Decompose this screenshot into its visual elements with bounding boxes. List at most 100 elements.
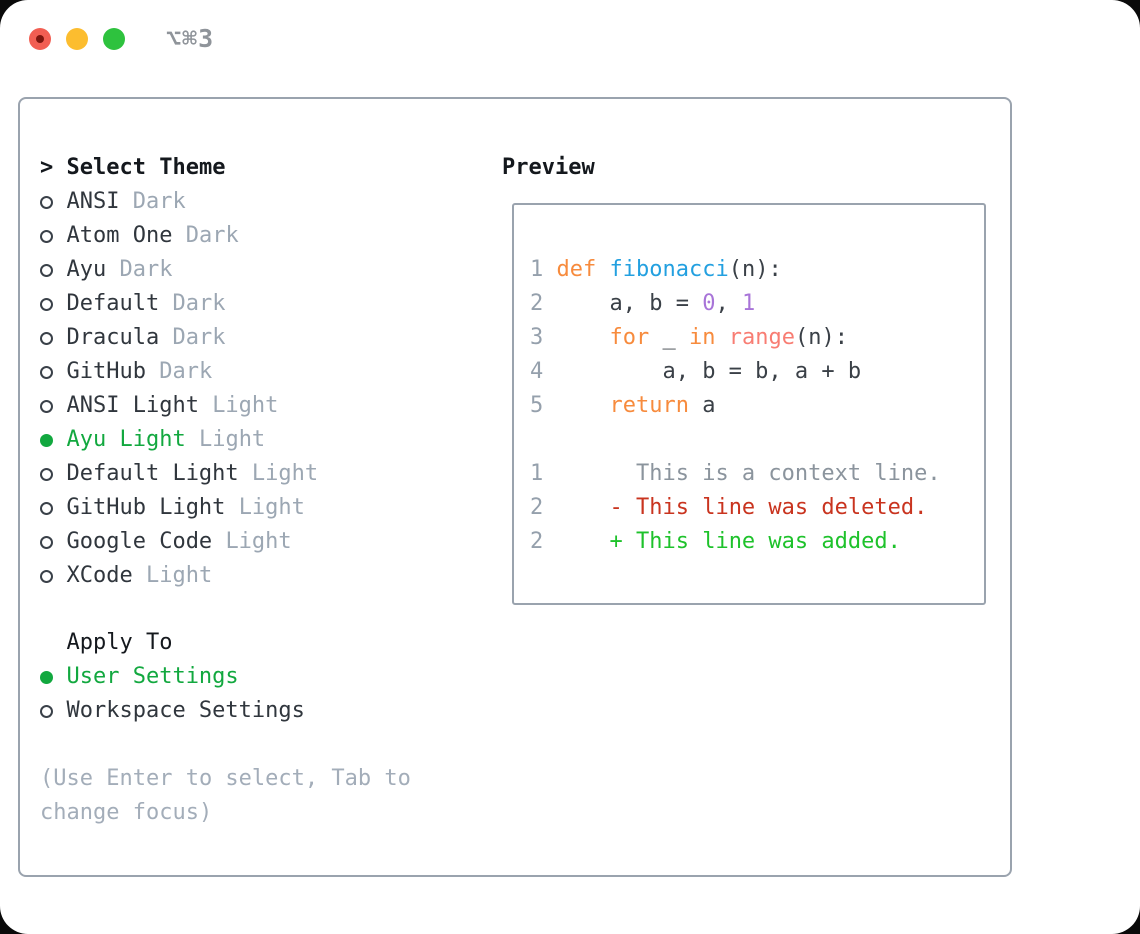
radio-selected-icon <box>40 423 54 457</box>
code-token: (n): <box>728 257 782 282</box>
line-number: 5 <box>530 393 544 418</box>
code-token: fibonacci <box>609 257 729 282</box>
radio-unselected-icon <box>40 389 54 423</box>
theme-variant-badge: Light <box>198 427 266 452</box>
line-number: 1 <box>530 461 544 486</box>
theme-option-ansi-light[interactable]: ANSI Light Light <box>40 389 480 423</box>
theme-name: Atom One <box>66 223 173 248</box>
code-token: This is a context line. <box>556 461 941 486</box>
focus-caret-icon: > <box>40 155 54 180</box>
theme-name: Ayu <box>66 257 107 282</box>
select-theme-header: > Select Theme <box>40 151 480 185</box>
preview-title: Preview <box>502 155 595 180</box>
select-theme-label: Select Theme <box>66 155 226 180</box>
theme-variant-badge: Dark <box>119 257 173 282</box>
code-token: range <box>728 325 795 350</box>
code-line: 1 def fibonacci(n): <box>530 253 984 287</box>
hint-text: (Use Enter to select, Tab to change focu… <box>40 766 411 825</box>
theme-option-dracula[interactable]: Dracula Dark <box>40 321 480 355</box>
theme-option-google-code[interactable]: Google Code Light <box>40 525 480 559</box>
theme-option-ansi[interactable]: ANSI Dark <box>40 185 480 219</box>
code-line: 4 a, b = b, a + b <box>530 355 984 389</box>
theme-option-ayu-light[interactable]: Ayu Light Light <box>40 423 480 457</box>
close-button[interactable] <box>29 28 51 50</box>
apply-to-header: Apply To <box>66 630 173 655</box>
theme-option-default-light[interactable]: Default Light Light <box>40 457 480 491</box>
code-token: def <box>556 257 597 282</box>
theme-options-list: ANSI Dark Atom One Dark Ayu Dark Default… <box>40 185 480 593</box>
code-token: 0 <box>702 291 716 316</box>
theme-variant-badge: Light <box>238 495 305 520</box>
code-token <box>715 325 728 350</box>
radio-unselected-icon <box>40 287 54 321</box>
theme-variant-badge: Dark <box>132 189 186 214</box>
radio-unselected-icon <box>40 185 54 219</box>
apply-option-label: User Settings <box>66 664 239 689</box>
theme-name: Default <box>66 291 160 316</box>
code-token: a, b = b, a + b <box>556 359 862 384</box>
code-token <box>557 393 610 418</box>
code-token <box>557 529 610 554</box>
radio-unselected-icon <box>40 321 54 355</box>
diff-line: 2 - This line was deleted. <box>530 491 984 525</box>
apply-option-label: Workspace Settings <box>66 698 305 723</box>
theme-name: ANSI Light <box>66 393 199 418</box>
theme-variant-badge: Light <box>212 393 279 418</box>
code-token: 1 <box>741 291 756 316</box>
titlebar: ⌥⌘3 <box>0 0 1140 97</box>
radio-unselected-icon <box>40 457 54 491</box>
theme-variant-badge: Dark <box>185 223 239 248</box>
code-token <box>596 257 609 282</box>
apply-option-workspace-settings[interactable]: Workspace Settings <box>40 694 480 728</box>
theme-picker-panel: > Select Theme ANSI Dark Atom One Dark A… <box>18 97 1012 877</box>
theme-name: Default Light <box>66 461 239 486</box>
theme-variant-badge: Dark <box>172 291 226 316</box>
code-token: + This line was added. <box>609 529 901 554</box>
maximize-button[interactable] <box>103 28 125 50</box>
apply-option-user-settings[interactable]: User Settings <box>40 660 480 694</box>
line-number: 2 <box>530 291 544 316</box>
radio-unselected-icon <box>40 525 54 559</box>
minimize-button[interactable] <box>66 28 88 50</box>
window-title: ⌥⌘3 <box>166 24 215 53</box>
theme-option-xcode[interactable]: XCode Light <box>40 559 480 593</box>
radio-unselected-icon <box>40 253 54 287</box>
theme-variant-badge: Dark <box>172 325 226 350</box>
theme-list-column: > Select Theme ANSI Dark Atom One Dark A… <box>40 151 480 830</box>
preview-blank-line <box>530 423 984 457</box>
theme-option-default[interactable]: Default Dark <box>40 287 480 321</box>
theme-option-github[interactable]: GitHub Dark <box>40 355 480 389</box>
theme-option-ayu[interactable]: Ayu Dark <box>40 253 480 287</box>
close-dot-icon <box>36 35 44 43</box>
theme-variant-badge: Light <box>225 529 292 554</box>
line-number: 1 <box>530 257 544 282</box>
code-line: 2 a, b = 0, 1 <box>530 287 984 321</box>
theme-option-github-light[interactable]: GitHub Light Light <box>40 491 480 525</box>
theme-name: ANSI <box>66 189 120 214</box>
radio-selected-icon <box>40 660 54 694</box>
radio-unselected-icon <box>40 694 54 728</box>
code-token <box>557 495 610 520</box>
code-token: - This line was deleted. <box>609 495 928 520</box>
code-token: _ <box>649 325 689 350</box>
radio-unselected-icon <box>40 559 54 593</box>
theme-name: GitHub <box>66 359 146 384</box>
line-number: 2 <box>530 495 544 520</box>
theme-option-atom-one[interactable]: Atom One Dark <box>40 219 480 253</box>
code-token: (n): <box>794 325 848 350</box>
line-number: 3 <box>530 325 544 350</box>
radio-unselected-icon <box>40 219 54 253</box>
code-token: a, b = <box>556 291 703 316</box>
theme-variant-badge: Light <box>251 461 319 486</box>
code-token <box>557 325 610 350</box>
code-line: 5 return a <box>530 389 984 423</box>
code-token: in <box>688 325 716 350</box>
code-token: , <box>715 291 742 316</box>
theme-variant-badge: Light <box>145 563 213 588</box>
code-token: a <box>688 393 716 418</box>
theme-variant-badge: Dark <box>159 359 213 384</box>
code-line: 3 for _ in range(n): <box>530 321 984 355</box>
